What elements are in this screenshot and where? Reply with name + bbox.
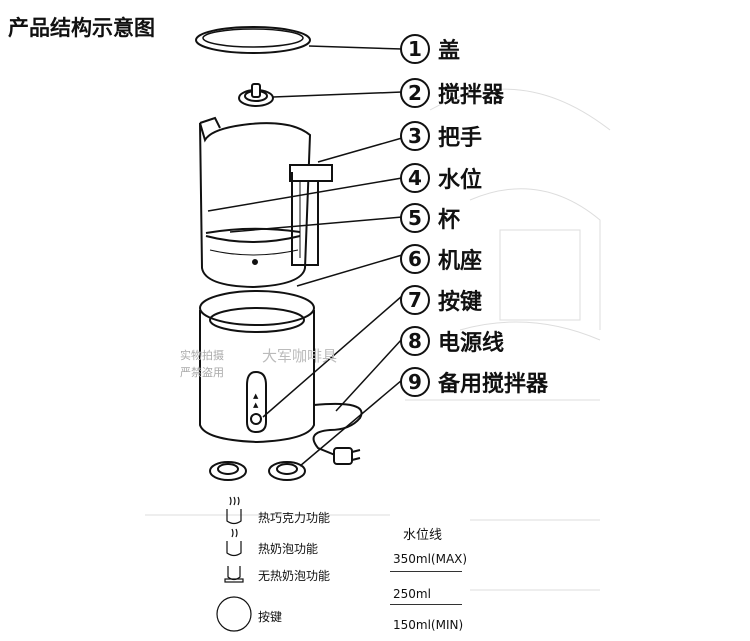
- part-callout-6: 6 机座: [400, 242, 482, 276]
- water-level-mid: 250ml: [393, 587, 431, 601]
- part-callout-7: 7 按键: [400, 283, 482, 317]
- callout-number: 2: [400, 78, 430, 108]
- spare-whisks: [209, 461, 306, 481]
- callout-label: 把手: [438, 126, 483, 151]
- part-callout-2: 2 搅拌器: [400, 76, 504, 110]
- watermark-line-1: 实物拍摄: [180, 349, 224, 362]
- faint-background-sketch: [145, 88, 611, 591]
- watermark-brand: 大军咖啡具: [262, 347, 338, 365]
- cold-froth-icon: [224, 566, 244, 583]
- svg-text:▲: ▲: [253, 401, 259, 409]
- function-label-hot-chocolate: 热巧克力功能: [258, 511, 331, 525]
- callout-number: 9: [400, 367, 430, 397]
- callout-label: 搅拌器: [438, 83, 505, 108]
- callout-number: 7: [400, 285, 430, 315]
- callout-label: 机座: [438, 249, 483, 274]
- callout-label: 备用搅拌器: [438, 372, 549, 397]
- part-callout-9: 9 备用搅拌器: [400, 365, 548, 399]
- callout-number: 6: [400, 244, 430, 274]
- callout-number: 8: [400, 326, 430, 356]
- hot-chocolate-icon: [226, 496, 242, 525]
- water-level-line: [390, 571, 462, 572]
- callout-number: 3: [400, 121, 430, 151]
- water-level-line: [390, 604, 462, 605]
- callout-number: 5: [400, 203, 430, 233]
- power-cord: [312, 402, 363, 465]
- leader-lines: [207, 45, 403, 467]
- callout-number: 1: [400, 34, 430, 64]
- function-label-hot-froth: 热奶泡功能: [258, 542, 319, 556]
- part-callout-3: 3 把手: [400, 119, 482, 153]
- callout-label: 电源线: [438, 331, 505, 356]
- base: ▲ ▲: [199, 290, 315, 444]
- callout-label: 盖: [438, 39, 461, 64]
- watermark-line-2: 严禁盗用: [180, 366, 224, 379]
- water-level-title: 水位线: [403, 528, 443, 543]
- callout-number: 4: [400, 163, 430, 193]
- part-callout-5: 5 杯: [400, 201, 460, 235]
- water-level-max: 350ml(MAX): [393, 552, 468, 566]
- part-callout-8: 8 电源线: [400, 324, 504, 358]
- callout-label: 水位: [438, 168, 483, 193]
- hot-froth-icon: [226, 528, 242, 557]
- jug: [199, 116, 333, 289]
- callout-label: 杯: [438, 208, 461, 233]
- part-callout-4: 4 水位: [400, 161, 482, 195]
- water-level-min: 150ml(MIN): [393, 618, 464, 632]
- lid: [195, 26, 311, 54]
- callout-label: 按键: [438, 290, 483, 315]
- svg-text:▲: ▲: [253, 392, 259, 400]
- function-label-button: 按键: [258, 610, 283, 624]
- function-label-cold-froth: 无热奶泡功能: [258, 569, 331, 583]
- page-title: 产品结构示意图: [8, 16, 155, 40]
- whisk: [238, 83, 274, 107]
- button-circle-icon: [216, 596, 252, 632]
- part-callout-1: 1 盖: [400, 32, 460, 66]
